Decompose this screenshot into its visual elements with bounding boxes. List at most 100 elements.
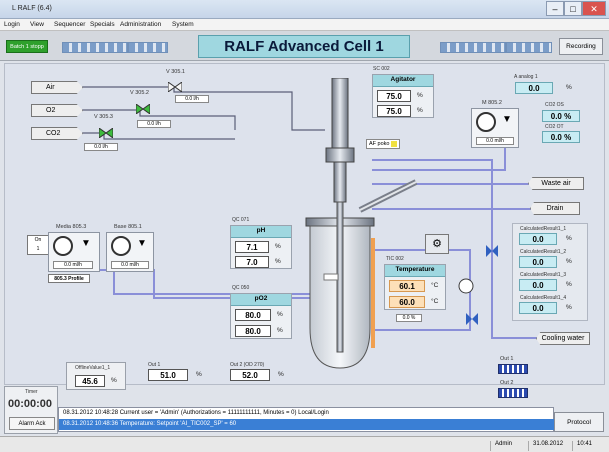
recording-button[interactable]: Recording: [559, 38, 603, 55]
temperature-panel[interactable]: Temperature 60.1 °C 60.0 °C: [384, 264, 446, 310]
menu-bar: Login View Sequencer Specials Administra…: [0, 19, 609, 31]
feed-pump-value: 0.0 ml/h: [476, 137, 514, 145]
media-pump-value: 0.0 ml/h: [53, 261, 93, 269]
batch-status-button[interactable]: Batch 1 stopp: [6, 40, 48, 53]
menu-sequencer[interactable]: Sequencer: [54, 21, 86, 28]
out2-tag: Out 2 (OD 270): [230, 362, 265, 368]
pump-icon: [53, 236, 73, 256]
agitator-unit: %: [417, 107, 423, 114]
valve-symbol-2: [466, 313, 478, 325]
sampling-arm: [358, 179, 418, 213]
analog-value: 0.0 %: [542, 131, 580, 143]
af-probe[interactable]: AF poko: [366, 139, 400, 149]
ph-unit: %: [275, 243, 281, 250]
bioreactor-vessel: [305, 78, 375, 369]
agitator-panel[interactable]: Agitator 75.0 % 75.0 %: [372, 74, 434, 118]
temperature-unit: °C: [431, 298, 439, 305]
agitator-pv: 75.0: [377, 90, 411, 102]
calc-tag: CalculatedResult1_4: [520, 295, 567, 301]
offline-value-tag: OfflineValue1_1: [75, 365, 111, 371]
status-time: 10:41: [572, 441, 592, 451]
offline-value-unit: %: [111, 377, 117, 384]
menu-administration[interactable]: Administration: [120, 21, 162, 28]
po2-unit: %: [277, 327, 283, 334]
valve-icon[interactable]: [168, 82, 182, 92]
media-profile-button[interactable]: 805.3 Profile: [48, 274, 90, 283]
ph-sp[interactable]: 7.0: [235, 256, 269, 268]
po2-title: pO2: [231, 294, 291, 306]
calc-tag: CalculatedResult1_1: [520, 226, 567, 232]
protocol-button[interactable]: Protocol: [554, 412, 604, 432]
o2-pipe: [82, 109, 236, 130]
analog-value: 0.0: [515, 82, 553, 94]
temperature-sp[interactable]: 60.0: [389, 296, 425, 308]
out2-unit: %: [278, 371, 284, 378]
company-logo-right: [440, 42, 506, 53]
cooling-water-outlet: Cooling water: [536, 332, 590, 345]
agitator-sp[interactable]: 75.0: [377, 105, 411, 117]
agitator-unit: %: [417, 92, 423, 99]
analog-value: 0.0 %: [542, 110, 580, 122]
temperature-output: 0.0 %: [396, 314, 422, 322]
gas-inlet-co2: CO2: [31, 127, 83, 140]
calc-value: 0.0: [519, 279, 557, 291]
maximize-button[interactable]: □: [564, 1, 582, 16]
ph-panel[interactable]: pH 7.1 % 7.0 %: [230, 225, 292, 269]
temperature-tag: TIC 002: [386, 256, 404, 262]
base-pump-value: 0.0 ml/h: [111, 261, 149, 269]
status-user: Admin: [490, 441, 512, 451]
ph-pv: 7.1: [235, 241, 269, 253]
alarm-ack-button[interactable]: Alarm Ack: [9, 417, 55, 430]
offline-value[interactable]: 45.6: [75, 375, 105, 387]
calc-tag: CalculatedResult1_3: [520, 272, 567, 278]
ph-title: pH: [231, 226, 291, 238]
po2-sp[interactable]: 80.0: [235, 325, 271, 337]
offline-value-panel[interactable]: OfflineValue1_1 45.6 %: [66, 362, 126, 390]
out1-value: 51.0: [148, 369, 188, 381]
temperature-title: Temperature: [385, 265, 445, 277]
status-bar: Admin 31.08.2012 10:41: [0, 436, 609, 452]
valve-icon[interactable]: [99, 128, 113, 138]
menu-login[interactable]: Login: [4, 21, 20, 28]
pump-icon: [111, 236, 131, 256]
feed-pump-panel[interactable]: ▼ 0.0 ml/h: [471, 108, 519, 148]
base-pump-tag: Base 805.1: [114, 224, 142, 230]
temperature-pv: 60.1: [389, 280, 425, 292]
close-button[interactable]: ✕: [582, 1, 606, 16]
pump-circle: [458, 278, 474, 294]
gas-inlet-air: Air: [31, 81, 83, 94]
waste-air-outlet: Waste air: [528, 177, 584, 190]
minimize-button[interactable]: –: [546, 1, 564, 16]
drain-outlet: Drain: [530, 202, 580, 215]
filter-icon: ▼: [137, 238, 147, 249]
pump-icon: [476, 112, 496, 132]
log-row[interactable]: 08.31.2012 10:48:28 Current user = 'Admi…: [63, 410, 329, 416]
ph-unit: %: [275, 258, 281, 265]
valve-icon[interactable]: [136, 104, 150, 114]
menu-system[interactable]: System: [172, 21, 194, 28]
media-pipe: [80, 269, 318, 295]
log-row-selected[interactable]: 08.31.2012 10:48:36 Temperature: Setpoin…: [59, 419, 555, 430]
company-logo-right-2: [506, 42, 552, 53]
agitator-title: Agitator: [373, 75, 433, 87]
valve-flow-value: 0.0 l/h: [175, 95, 209, 103]
air-pipe: [82, 86, 325, 131]
out-indicator: [498, 364, 528, 374]
company-logo-left: [62, 42, 128, 53]
timer-label: Timer: [25, 389, 38, 395]
co2-pipe: [82, 132, 235, 140]
calc-unit: %: [566, 258, 572, 265]
heater-icon[interactable]: ⚙: [425, 234, 449, 254]
analog-tag: A analog 1: [514, 74, 538, 80]
out-indicator-label: Out 2: [500, 380, 514, 386]
menu-view[interactable]: View: [30, 21, 44, 28]
po2-panel[interactable]: pO2 80.0 % 80.0 %: [230, 293, 292, 339]
analog-tag: CO2 OT: [545, 124, 564, 130]
media-pump-panel[interactable]: ▼ 0.0 ml/h: [48, 232, 100, 272]
event-log[interactable]: 08.31.2012 10:48:28 Current user = 'Admi…: [58, 407, 555, 432]
valve-tag: V 305.2: [130, 90, 149, 96]
base-pump-panel[interactable]: ▼ 0.0 ml/h: [106, 232, 154, 272]
media-pump-tag: Media 805.3: [56, 224, 87, 230]
menu-specials[interactable]: Specials: [90, 21, 115, 28]
